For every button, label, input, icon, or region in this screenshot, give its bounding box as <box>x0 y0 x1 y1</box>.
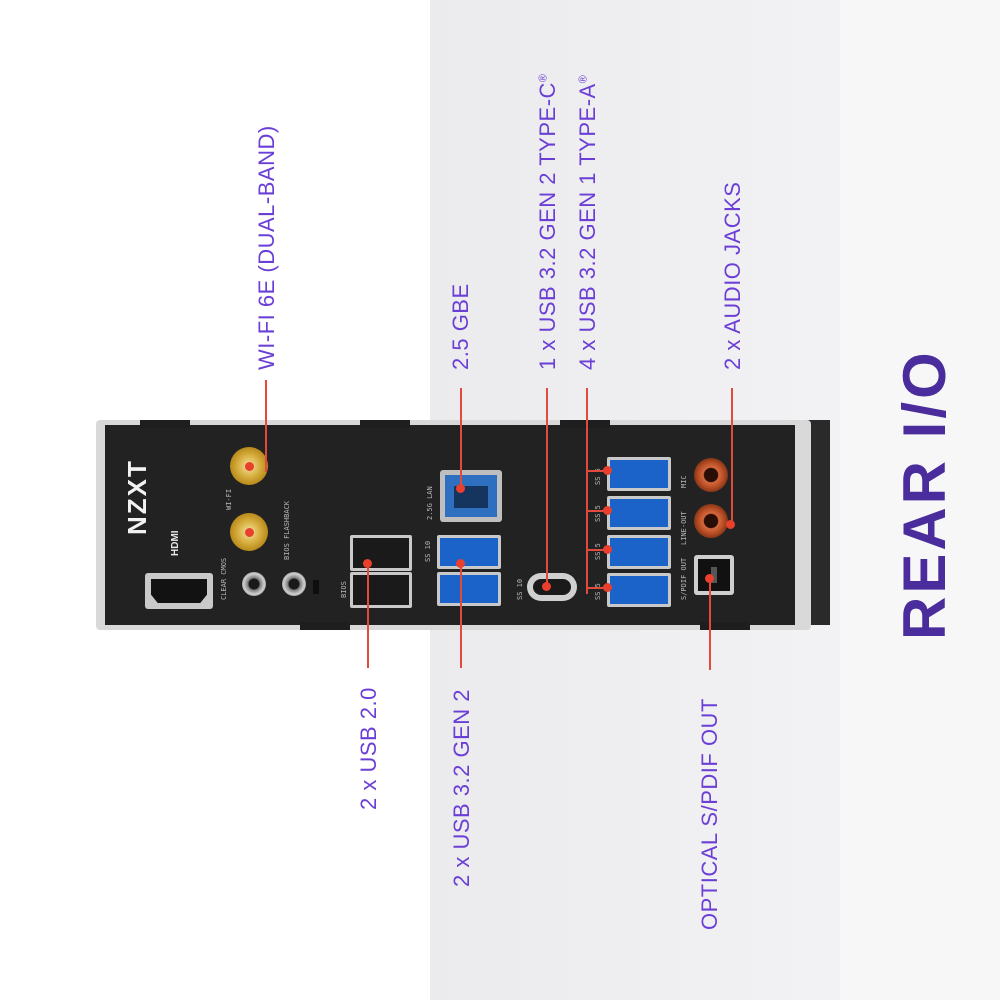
clear-cmos-button <box>242 572 266 596</box>
leader-usb32g2 <box>460 563 462 668</box>
leader-dot <box>603 583 612 592</box>
line-out-jack <box>694 504 728 538</box>
bios-flashback-label: BIOS FLASHBACK <box>283 500 291 560</box>
leader-gbe <box>460 388 462 488</box>
leader-typea-branch <box>586 510 608 512</box>
ss10-c-label: SS 10 <box>516 578 524 600</box>
ss5-label: SS 5 <box>594 583 602 600</box>
shield-tab <box>560 420 610 428</box>
bios-flashback-button <box>282 572 306 596</box>
leader-dot <box>603 466 612 475</box>
usb32-gen1-port <box>607 457 671 491</box>
gbe-callout: 2.5 GBE <box>448 283 473 370</box>
ss10-label: SS 10 <box>424 540 432 562</box>
wifi-port-label: WI-FI <box>225 488 233 510</box>
leader-optical <box>709 578 711 670</box>
usb2-port <box>350 535 412 571</box>
brand-logo: NZXT <box>122 459 152 535</box>
usb2-port <box>350 572 412 608</box>
bios-led <box>313 580 319 594</box>
shield-tab <box>140 420 190 428</box>
usb32-gen1-port <box>607 573 671 607</box>
leader-wifi <box>265 380 267 472</box>
optical-port <box>694 555 734 595</box>
leader-dot <box>363 559 372 568</box>
leader-audio <box>731 388 733 524</box>
usb32-gen1-port <box>607 535 671 569</box>
mic-jack <box>694 458 728 492</box>
mic-label: MIC <box>680 475 688 488</box>
optical-callout: OPTICAL S/PDIF OUT <box>697 698 722 930</box>
usb20-callout: 2 x USB 2.0 <box>356 687 381 810</box>
leader-dot <box>705 574 714 583</box>
page-title: REAR I/O <box>891 349 958 640</box>
spdif-label: S/PDIF OUT <box>680 557 688 600</box>
wifi-callout: WI-FI 6E (DUAL-BAND) <box>254 125 279 370</box>
usb-c-port <box>527 573 577 601</box>
leader-typea-branch <box>586 470 608 472</box>
lan-port <box>440 470 502 522</box>
leader-typea <box>586 388 588 594</box>
leader-dot <box>456 484 465 493</box>
hdmi-port <box>145 573 213 609</box>
leader-dot <box>456 559 465 568</box>
shield-tab <box>700 622 750 630</box>
usb32-gen1-port <box>607 496 671 530</box>
ss5-label: SS 5 <box>594 505 602 522</box>
typec-callout: 1 x USB 3.2 GEN 2 TYPE-C® <box>535 73 560 370</box>
leader-dot <box>245 462 254 471</box>
bios-usb-label: BIOS <box>340 581 348 598</box>
audio-callout: 2 x AUDIO JACKS <box>720 181 745 370</box>
leader-usb20 <box>367 563 369 668</box>
leader-typea-branch <box>586 587 608 589</box>
typea-callout: 4 x USB 3.2 GEN 1 TYPE-A® <box>575 74 600 370</box>
usb32g2-callout: 2 x USB 3.2 GEN 2 <box>449 688 474 887</box>
leader-dot <box>245 528 254 537</box>
leader-dot <box>603 506 612 515</box>
background-far-right <box>840 0 1000 1000</box>
shield-tab <box>300 622 350 630</box>
lan-label: 2.5G LAN <box>426 486 434 520</box>
shield-tab <box>360 420 410 428</box>
usb32-gen2-port <box>437 535 501 569</box>
leader-dot <box>603 545 612 554</box>
hdmi-label: HDMI <box>170 530 181 556</box>
clear-cmos-label: CLEAR CMOS <box>220 557 228 600</box>
leader-dot <box>726 520 735 529</box>
line-out-label: LINE-OUT <box>680 511 688 545</box>
leader-dot <box>542 582 551 591</box>
leader-typea-branch <box>586 549 608 551</box>
ss5-label: SS 5 <box>594 543 602 560</box>
leader-typec <box>546 388 548 586</box>
usb32-gen2-port <box>437 572 501 606</box>
